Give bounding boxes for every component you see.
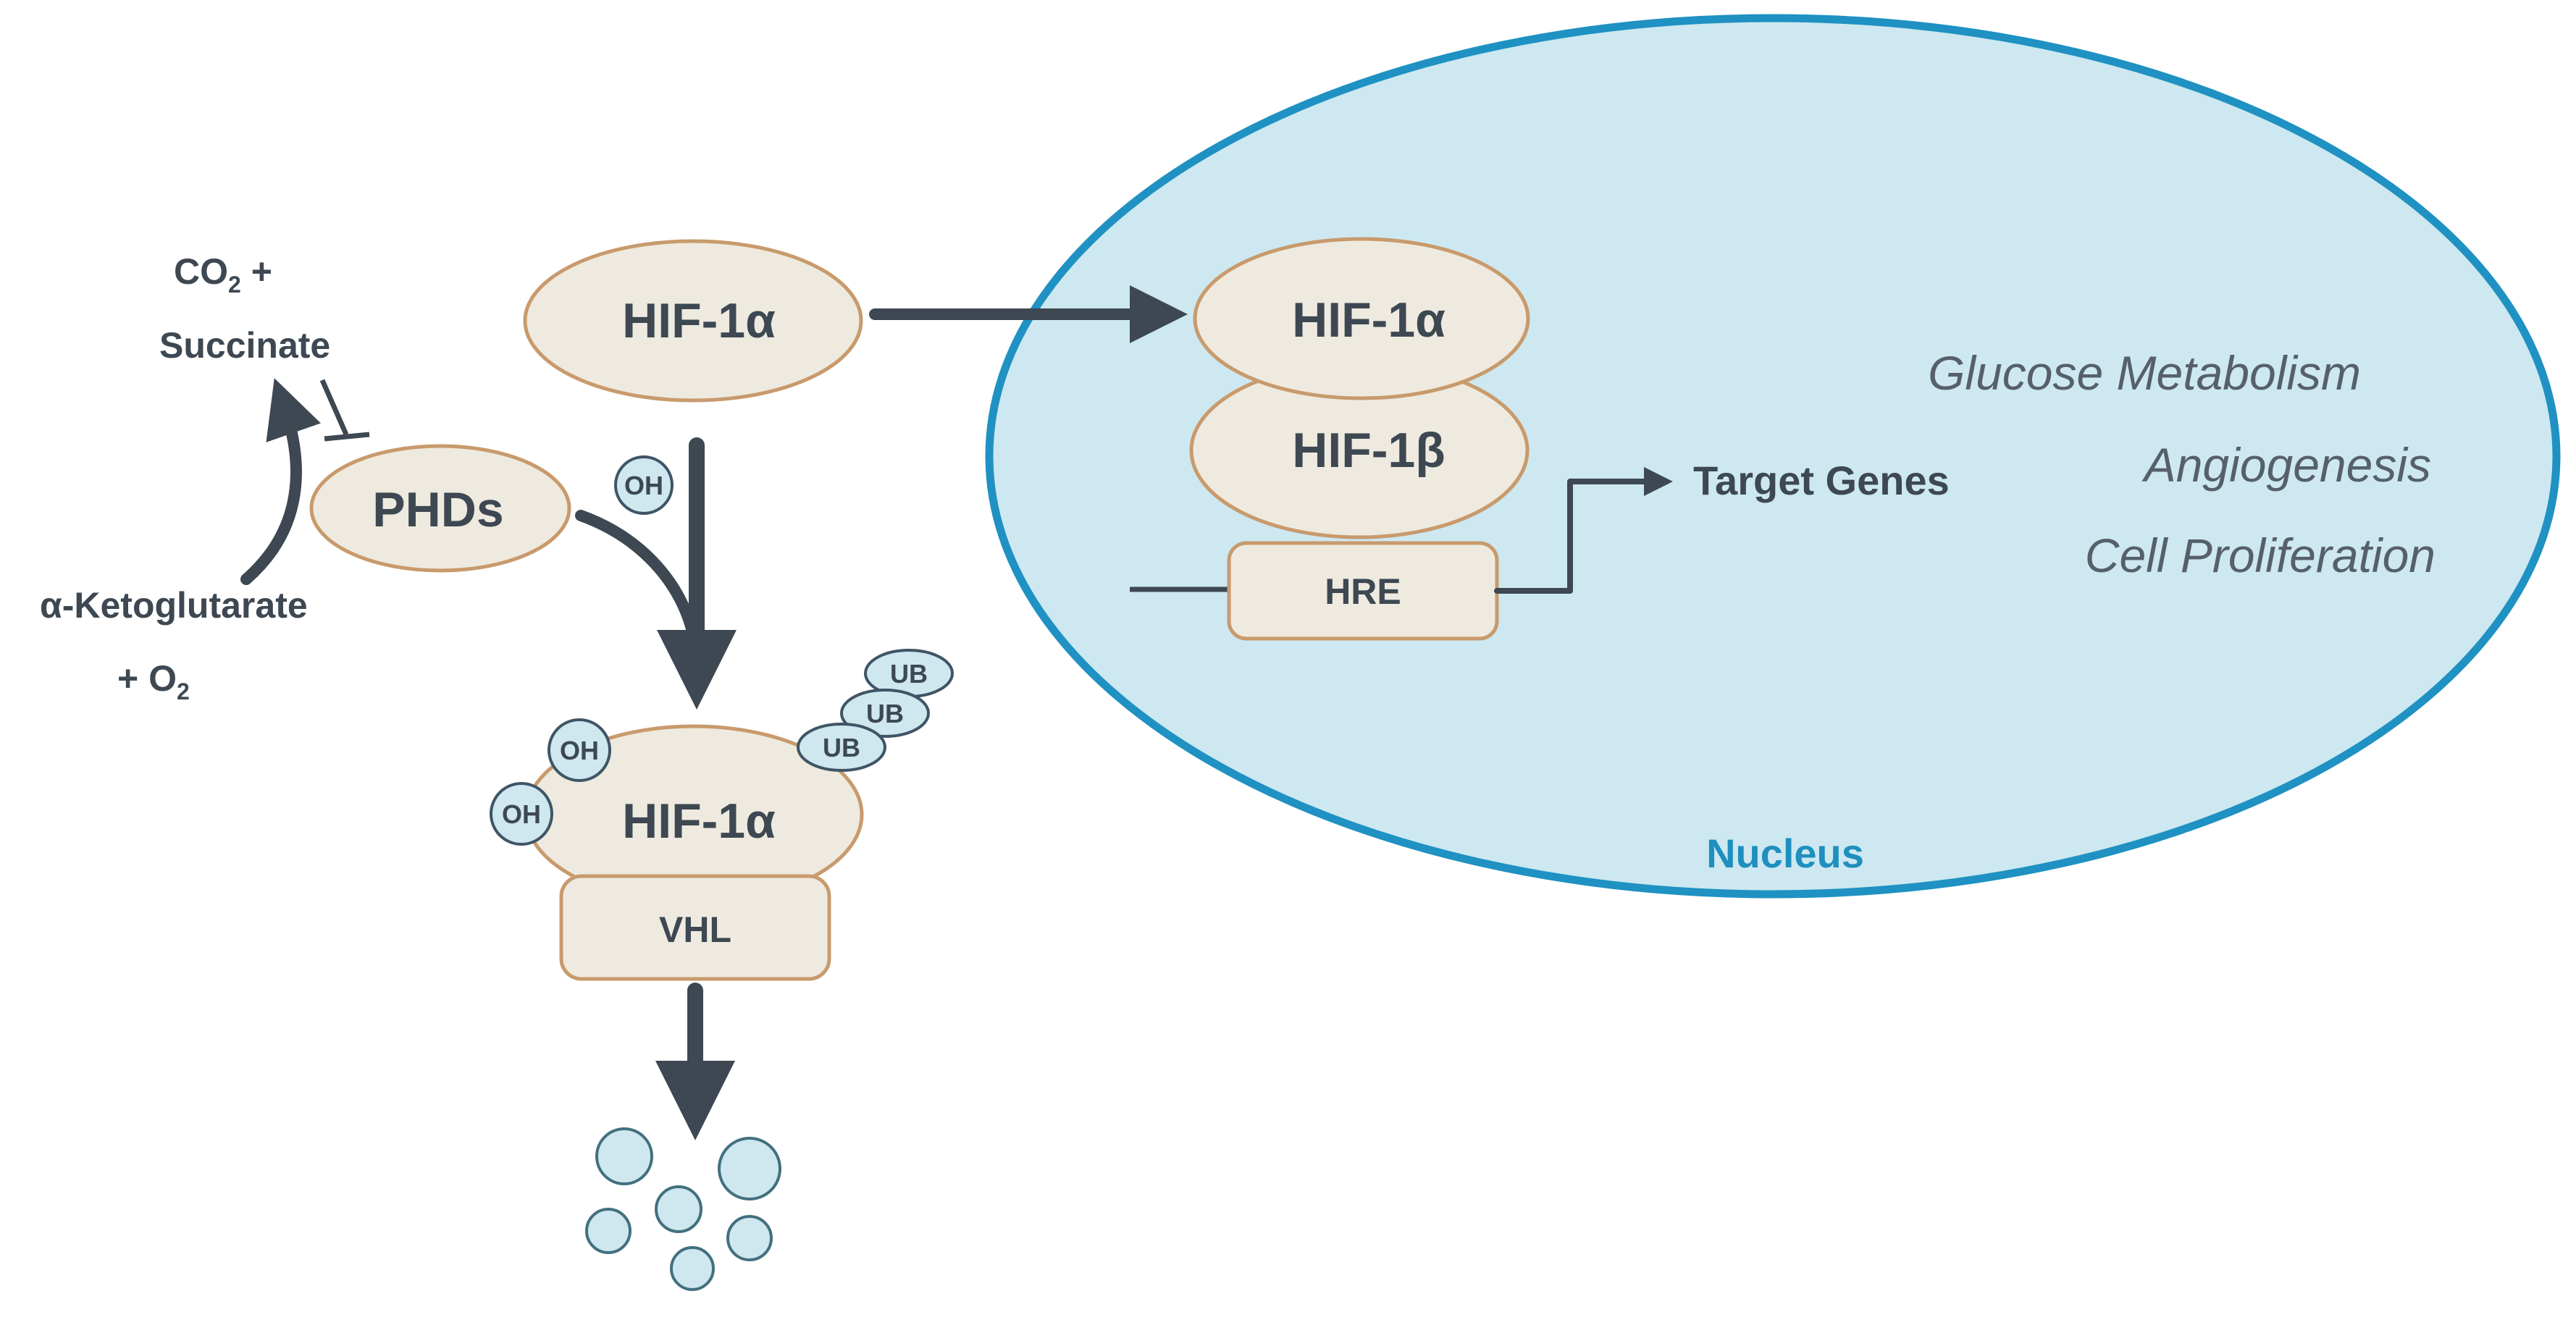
fragment-4: [585, 1208, 632, 1254]
phds-label: PHDs: [372, 482, 503, 537]
akg-conversion-arrow: [240, 378, 321, 585]
ub-bead-3-label: UB: [890, 659, 928, 689]
ub-bead-1: [797, 723, 886, 772]
vhl-box: [559, 874, 831, 981]
ub-bead-2: [840, 689, 930, 738]
inhibition-line: [319, 379, 349, 436]
fragment-3: [655, 1185, 702, 1233]
fragment-2: [718, 1137, 781, 1200]
hif1a-nuclear: [1193, 237, 1530, 400]
ub-bead-1-label: UB: [823, 733, 860, 762]
hif1a-cytoplasm-label: HIF-1α: [622, 293, 776, 348]
oh-bead-phds: [614, 455, 674, 515]
inhibition-bar: [324, 432, 370, 442]
o2-label: + O2: [117, 658, 190, 705]
succinate-label: Succinate: [159, 325, 330, 366]
target-genes-label: Target Genes: [1693, 458, 1950, 503]
fragment-1: [595, 1127, 653, 1185]
akg-label: α-Ketoglutarate: [40, 585, 308, 626]
vhl-label: VHL: [659, 909, 731, 950]
fragment-6: [670, 1246, 715, 1291]
fragment-5: [726, 1215, 773, 1261]
hif1a-cytoplasm: [523, 239, 863, 403]
oh-bead-1-label: OH: [560, 736, 599, 765]
oh-bead-1: [547, 718, 611, 782]
phds-enzyme: [309, 444, 571, 573]
outcome-glucose-metabolism: Glucose Metabolism: [1928, 346, 2361, 400]
hif1a-hydroxylated-label: HIF-1α: [622, 794, 776, 849]
hre-label: HRE: [1325, 571, 1401, 612]
nucleus-shape: [985, 14, 2561, 899]
hif1a-nuclear-label: HIF-1α: [1292, 293, 1446, 348]
ub-bead-2-label: UB: [866, 699, 904, 728]
oh-bead-2-label: OH: [502, 799, 541, 829]
transcription-arrow: [1494, 467, 1673, 594]
hydroxylation-curve: [575, 510, 700, 643]
oh-bead-phds-label: OH: [624, 471, 663, 500]
hif1b-label: HIF-1β: [1292, 423, 1446, 478]
outcome-angiogenesis: Angiogenesis: [2141, 438, 2431, 492]
co2-label: CO2 +: [174, 251, 272, 298]
outcome-cell-proliferation: Cell Proliferation: [2085, 529, 2436, 582]
nucleus-label: Nucleus: [1706, 831, 1864, 876]
oh-bead-2: [490, 782, 553, 846]
